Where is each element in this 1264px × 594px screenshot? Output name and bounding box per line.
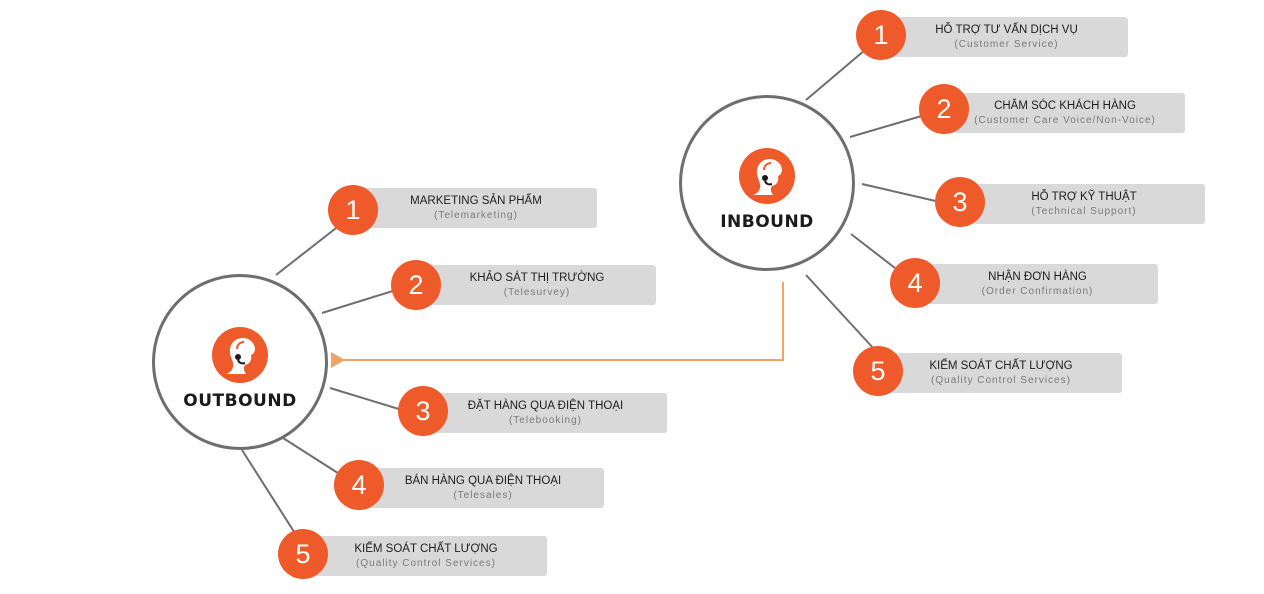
inbound-number-1: 1 xyxy=(856,10,906,60)
outbound-item-4: BÁN HÀNG QUA ĐIỆN THOẠI (Telesales) xyxy=(362,468,604,508)
item-sublabel: (Telesurvey) xyxy=(503,287,571,298)
inbound-item-3: HỖ TRỢ KỸ THUẬT (Technical Support) xyxy=(963,184,1205,224)
inbound-number-3: 3 xyxy=(935,177,985,227)
item-sublabel: (Quality Control Services) xyxy=(356,558,496,569)
outbound-item-5: KIỂM SOÁT CHẤT LƯỢNG (Quality Control Se… xyxy=(305,536,547,576)
outbound-number-1: 1 xyxy=(328,185,378,235)
call-center-agent-icon xyxy=(739,148,795,204)
inbound-spoke-3 xyxy=(861,183,941,203)
item-sublabel: (Telemarketing) xyxy=(434,210,518,221)
flow-arrow xyxy=(331,282,784,368)
hub-title: INBOUND xyxy=(720,212,814,232)
item-label: BÁN HÀNG QUA ĐIỆN THOẠI xyxy=(404,475,562,487)
inbound-spoke-4 xyxy=(850,233,896,269)
inbound-item-4: NHẬN ĐƠN HÀNG (Order Confirmation) xyxy=(917,264,1158,304)
outbound-spoke-5 xyxy=(241,449,299,539)
outbound-hub: OUTBOUND xyxy=(152,274,328,450)
outbound-number-5: 5 xyxy=(278,529,328,579)
inbound-number-5: 5 xyxy=(853,346,903,396)
item-label: HỖ TRỢ TƯ VẤN DỊCH VỤ xyxy=(935,24,1078,36)
item-label: NHẬN ĐƠN HÀNG xyxy=(988,271,1087,283)
item-sublabel: (Telesales) xyxy=(453,490,513,501)
item-label: KIỂM SOÁT CHẤT LƯỢNG xyxy=(929,360,1073,372)
outbound-number-3: 3 xyxy=(398,386,448,436)
inbound-number-2: 2 xyxy=(919,84,969,134)
outbound-number-4: 4 xyxy=(334,460,384,510)
inbound-spoke-2 xyxy=(849,114,926,138)
item-label: CHĂM SÓC KHÁCH HÀNG xyxy=(994,100,1136,112)
outbound-spoke-4 xyxy=(282,437,342,476)
item-sublabel: (Customer Care Voice/Non-Voice) xyxy=(974,115,1156,126)
item-sublabel: (Technical Support) xyxy=(1031,206,1137,217)
inbound-number-4: 4 xyxy=(890,258,940,308)
inbound-spoke-1 xyxy=(805,49,866,101)
item-sublabel: (Order Confirmation) xyxy=(981,286,1094,297)
inbound-hub: INBOUND xyxy=(679,95,855,271)
outbound-spoke-1 xyxy=(275,224,341,276)
outbound-number-2: 2 xyxy=(391,260,441,310)
call-center-agent-icon xyxy=(212,327,268,383)
inbound-item-2: CHĂM SÓC KHÁCH HÀNG (Customer Care Voice… xyxy=(945,93,1185,133)
outbound-item-3: ĐẶT HÀNG QUA ĐIỆN THOẠI (Telebooking) xyxy=(424,393,667,433)
outbound-item-1: MARKETING SẢN PHẨM (Telemarketing) xyxy=(355,188,597,228)
inbound-item-5: KIỂM SOÁT CHẤT LƯỢNG (Quality Control Se… xyxy=(880,353,1122,393)
item-label: MARKETING SẢN PHẨM xyxy=(410,195,542,207)
item-sublabel: (Customer Service) xyxy=(954,39,1059,50)
item-sublabel: (Telebooking) xyxy=(508,415,583,426)
outbound-spoke-2 xyxy=(321,289,397,314)
inbound-spoke-5 xyxy=(805,274,876,351)
item-label: ĐẶT HÀNG QUA ĐIỆN THOẠI xyxy=(467,400,624,412)
hub-title: OUTBOUND xyxy=(183,391,297,411)
item-label: KHẢO SÁT THỊ TRƯỜNG xyxy=(469,272,605,284)
outbound-item-2: KHẢO SÁT THỊ TRƯỜNG (Telesurvey) xyxy=(418,265,656,305)
item-label: KIỂM SOÁT CHẤT LƯỢNG xyxy=(354,543,498,555)
item-sublabel: (Quality Control Services) xyxy=(931,375,1071,386)
outbound-spoke-3 xyxy=(329,387,403,411)
inbound-item-1: HỖ TRỢ TƯ VẤN DỊCH VỤ (Customer Service) xyxy=(885,17,1128,57)
item-label: HỖ TRỢ KỸ THUẬT xyxy=(1031,191,1137,203)
